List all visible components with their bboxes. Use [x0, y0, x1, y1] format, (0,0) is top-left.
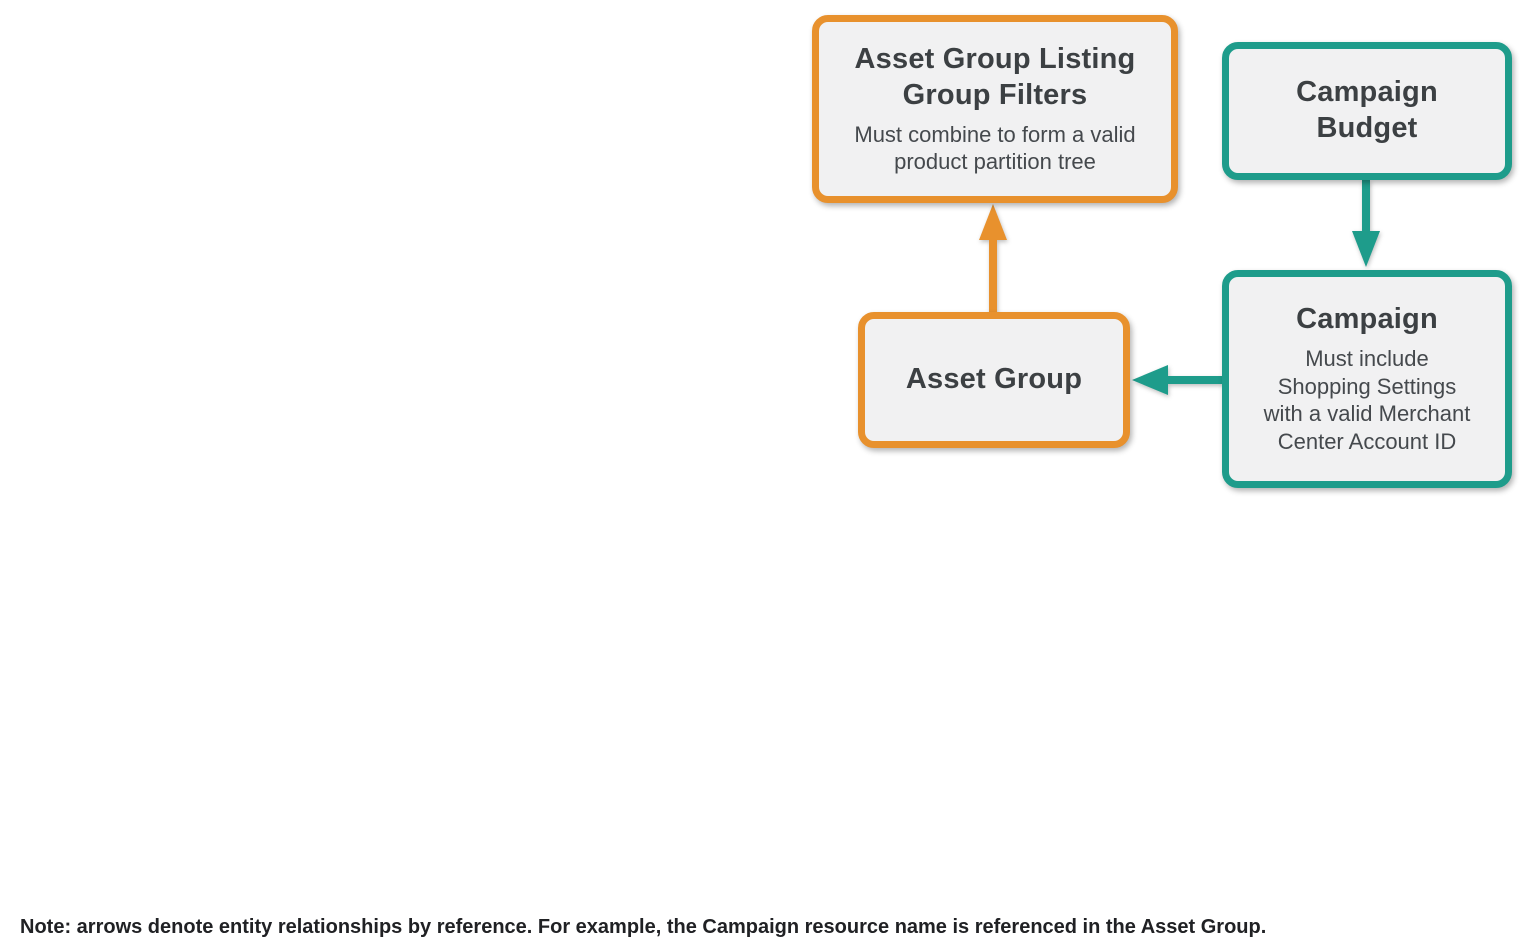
note-text: Note: arrows denote entity relationships… — [20, 916, 1267, 938]
arrow-campaign-to-asset-group — [1132, 365, 1223, 395]
node-title: Campaign — [1296, 302, 1438, 335]
node-title: Asset Group Listing Group Filters — [854, 42, 1136, 111]
node-subtitle: Must combine to form a valid product par… — [854, 121, 1136, 175]
node-campaign-budget: Campaign Budget — [1222, 42, 1512, 180]
node-asset-group-listing-group-filters: Asset Group Listing Group Filters Must c… — [812, 15, 1178, 203]
arrow-campaign-budget-to-campaign — [1352, 180, 1380, 267]
node-title: Asset Group — [905, 363, 1083, 396]
arrow-asset-group-to-listing-filters — [979, 204, 1007, 314]
node-subtitle: Must include Shopping Settings with a va… — [1263, 345, 1471, 455]
node-campaign: Campaign Must include Shopping Settings … — [1222, 270, 1512, 488]
node-asset-group: Asset Group — [858, 312, 1130, 448]
node-title: Campaign Budget — [1296, 76, 1438, 144]
